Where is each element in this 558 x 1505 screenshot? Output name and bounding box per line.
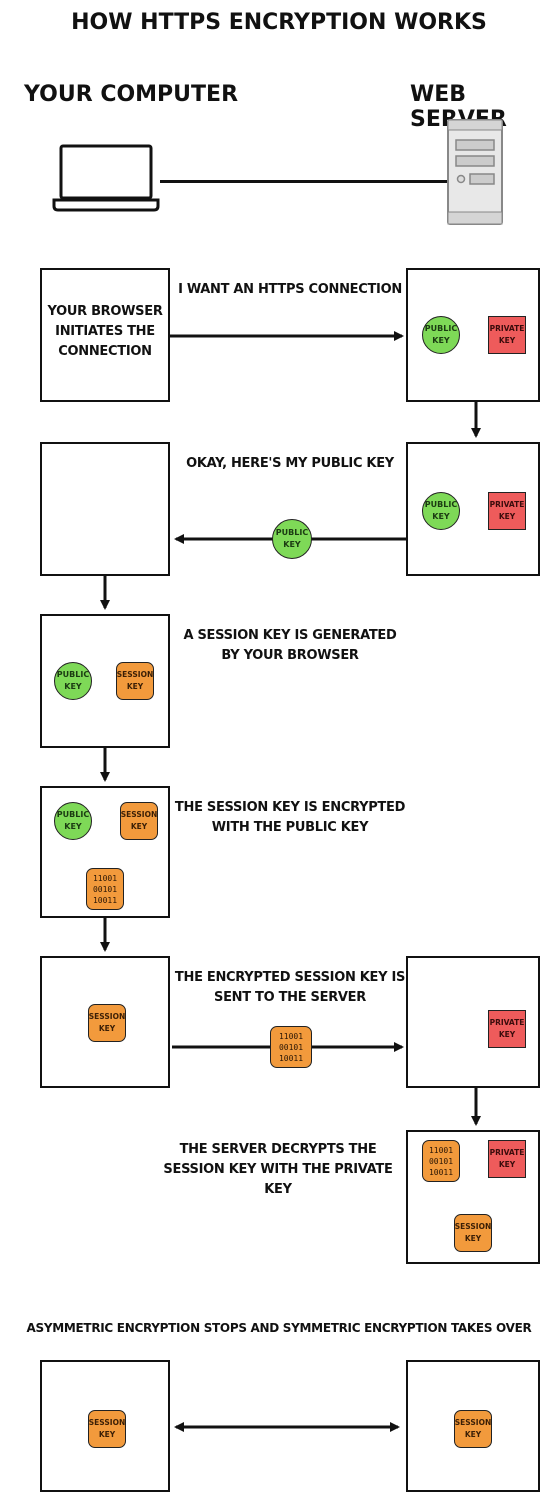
browser-box-step-1: YOUR BROWSER INITIATES THE CONNECTION <box>40 268 170 402</box>
browser-box-step-2 <box>40 442 170 576</box>
network-line <box>160 180 450 183</box>
diagram-title: HOW HTTPS ENCRYPTION WORKS <box>71 10 487 35</box>
final-caption: ASYMMETRIC ENCRYPTION STOPS AND SYMMETRI… <box>26 1321 532 1335</box>
browser-caption-line: CONNECTION <box>58 344 152 359</box>
browser-caption-line: INITIATES THE <box>55 324 155 339</box>
laptop-icon <box>52 144 160 212</box>
step-2-caption: OKAY, HERE'S MY PUBLIC KEY <box>186 456 394 471</box>
step-1-caption: I WANT AN HTTPS CONNECTION <box>178 282 402 297</box>
browser-caption-line: YOUR BROWSER <box>47 304 163 319</box>
server-tower-icon <box>447 119 503 225</box>
computer-heading: YOUR COMPUTER <box>24 82 239 107</box>
